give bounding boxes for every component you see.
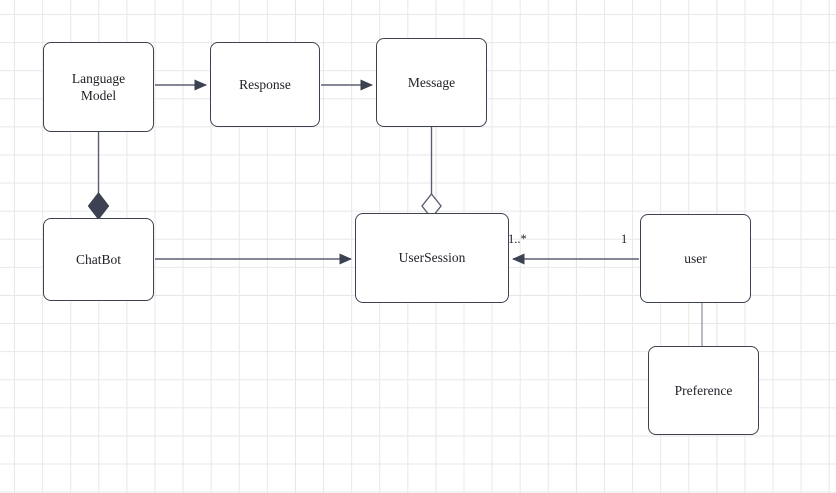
node-label-chatbot: ChatBot — [75, 251, 121, 267]
filled-diamond-marker — [87, 192, 110, 220]
edge-label-multiplicity-many: 1..* — [508, 232, 527, 246]
node-label-language-model: Language Model — [71, 70, 126, 103]
node-label-user-session: UserSession — [398, 250, 466, 266]
node-label-response: Response — [239, 76, 291, 92]
node-label-user: user — [684, 250, 707, 266]
node-label-preference: Preference — [674, 382, 733, 398]
node-label-message: Message — [407, 74, 456, 90]
edge-message-to-user-session — [421, 127, 442, 220]
node-message[interactable]: Message — [376, 38, 487, 127]
node-language-model[interactable]: Language Model — [43, 42, 154, 132]
edge-label-multiplicity-one: 1 — [621, 232, 628, 246]
node-user[interactable]: user — [640, 214, 751, 303]
node-preference[interactable]: Preference — [648, 346, 759, 435]
node-chatbot[interactable]: ChatBot — [43, 218, 154, 301]
node-user-session[interactable]: UserSession — [355, 213, 509, 303]
edge-language-model-to-chatbot — [87, 132, 110, 220]
node-response[interactable]: Response — [210, 42, 320, 127]
